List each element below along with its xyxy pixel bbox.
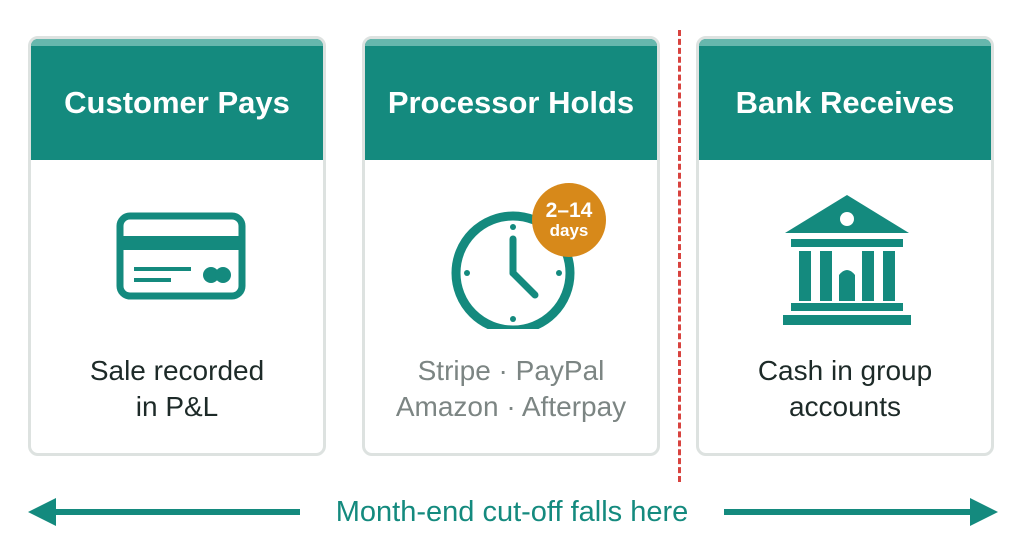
stage-description-line: Amazon · Afterpay [395, 391, 627, 422]
stage-card-bank-receives: Bank Receives Cash in group accounts [696, 36, 994, 456]
stage-card-processor-holds: Processor Holds 2–14 days Stripe · PayPa… [362, 36, 660, 456]
timeline: Month-end cut-off falls here [0, 492, 1024, 532]
credit-card-icon [116, 212, 246, 300]
stage-description-line: in P&L [135, 391, 219, 422]
stage-description: Stripe · PayPal Amazon · Afterpay [365, 353, 657, 425]
stage-description-line: Sale recorded [89, 355, 265, 386]
stage-description: Sale recorded in P&L [31, 353, 323, 425]
stage-description-line: accounts [788, 391, 902, 422]
clock-icon [451, 211, 575, 329]
stage-description-line: Cash in group [757, 355, 933, 386]
cutoff-line [678, 30, 681, 482]
stage-description: Cash in group accounts [699, 353, 991, 425]
bank-icon [783, 195, 911, 325]
badge-unit: days [549, 221, 589, 241]
stage-title: Processor Holds [365, 39, 657, 160]
stage-description-line: Stripe · PayPal [417, 355, 605, 386]
cutoff-label: Month-end cut-off falls here [300, 492, 724, 532]
stage-title: Customer Pays [31, 39, 323, 160]
hold-duration-badge: 2–14 days [532, 183, 606, 257]
badge-value: 2–14 [545, 199, 593, 223]
stage-card-customer-pays: Customer Pays Sale recorded in P&L [28, 36, 326, 456]
stage-title: Bank Receives [699, 39, 991, 160]
